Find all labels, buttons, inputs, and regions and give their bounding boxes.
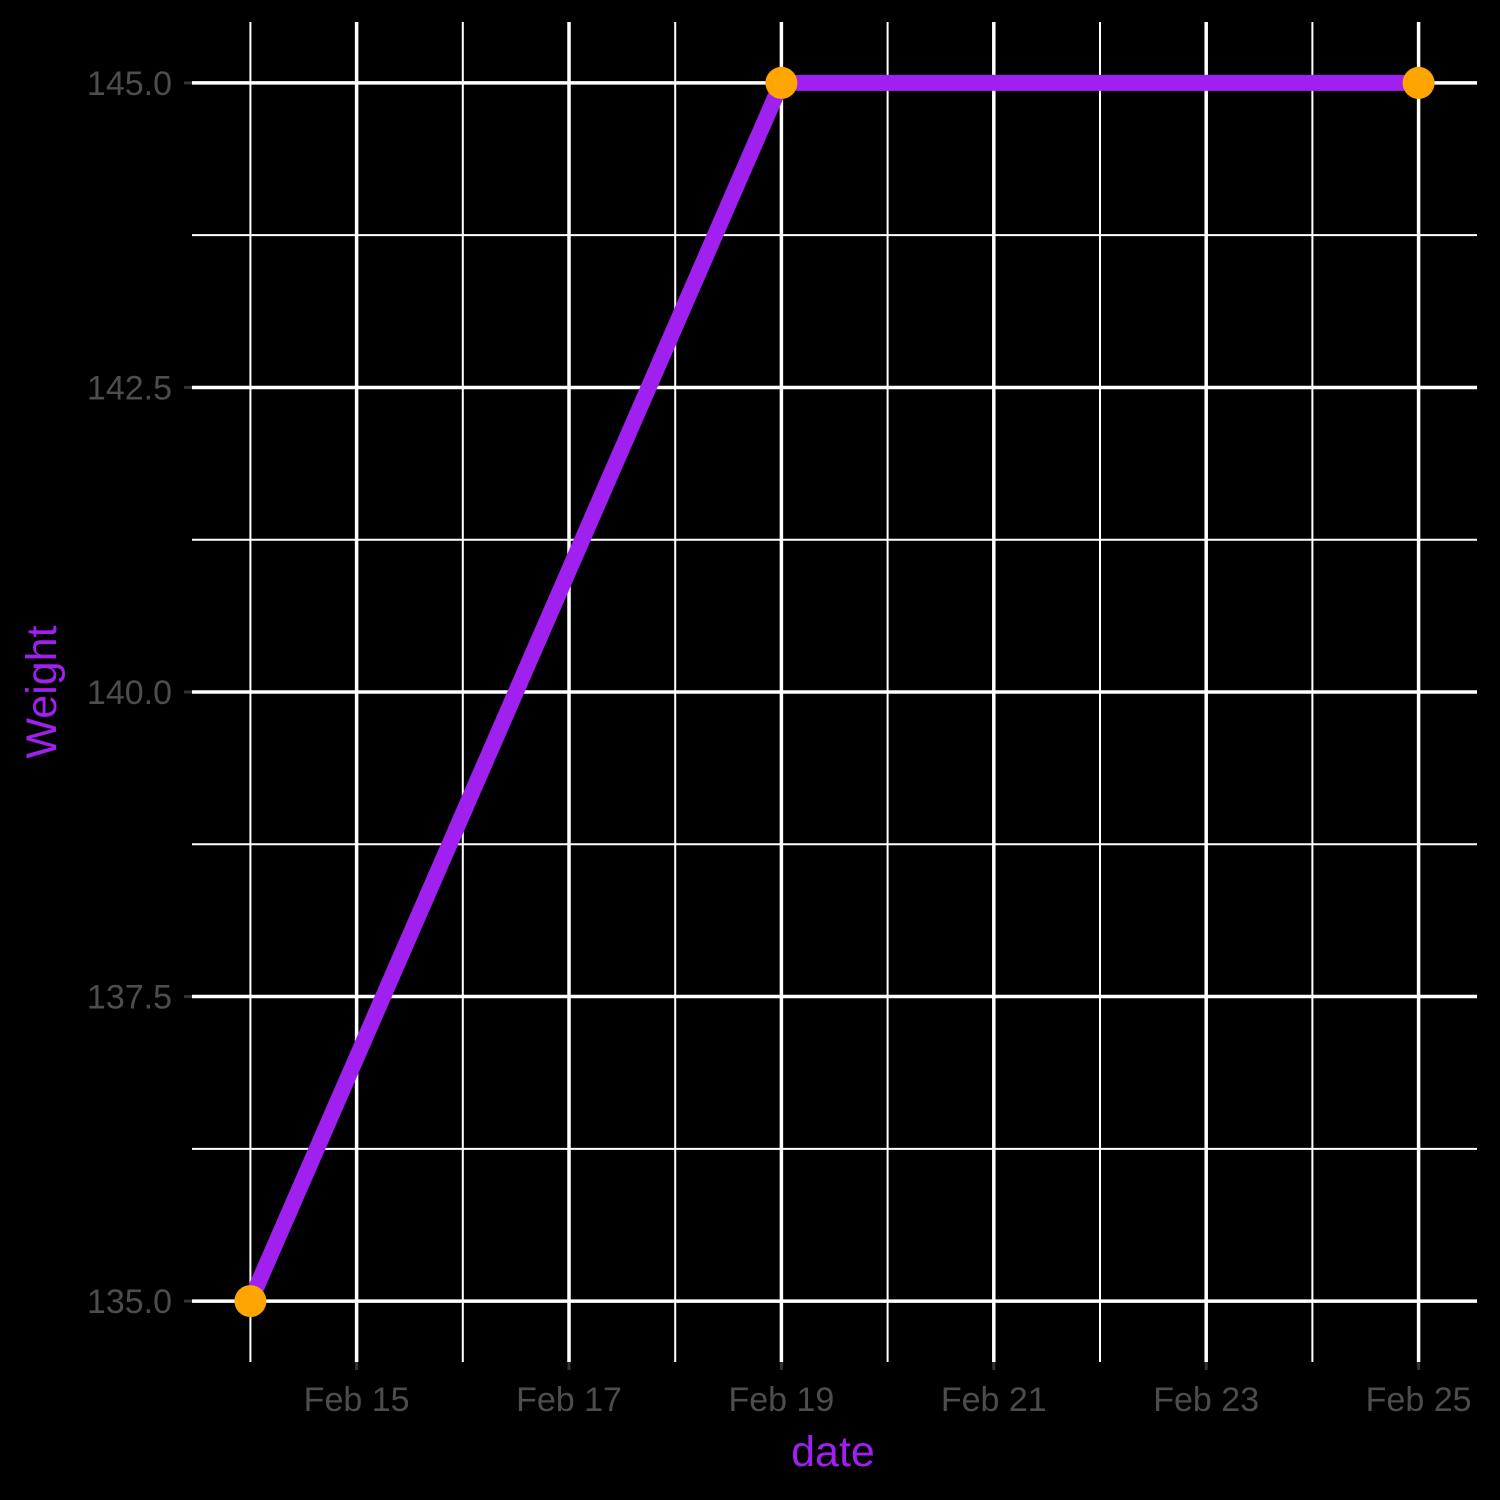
x-tick-label: Feb 25 xyxy=(1366,1381,1472,1419)
grid xyxy=(192,22,1477,1362)
data-point xyxy=(765,66,798,99)
y-tick-label: 142.5 xyxy=(87,369,172,407)
axis-ticks xyxy=(184,81,1421,1370)
x-tick-label: Feb 17 xyxy=(516,1381,622,1419)
data-point xyxy=(1402,66,1435,99)
y-tick-label: 137.5 xyxy=(87,979,172,1017)
y-tick-label: 145.0 xyxy=(87,65,172,103)
tick-labels: Feb 15 Feb 17 Feb 19 Feb 21 Feb 23 Feb 25 135.… xyxy=(87,65,1472,1419)
x-axis-title: date xyxy=(791,1428,875,1476)
x-tick-label: Feb 19 xyxy=(728,1381,834,1419)
data-points xyxy=(234,66,1435,1318)
data-point xyxy=(234,1285,267,1318)
x-tick-label: Feb 23 xyxy=(1153,1381,1259,1419)
x-tick-label: Feb 21 xyxy=(941,1381,1047,1419)
y-tick-label: 140.0 xyxy=(87,674,172,712)
y-axis-title: Weight xyxy=(18,625,66,758)
x-tick-label: Feb 15 xyxy=(304,1381,410,1419)
y-tick-label: 135.0 xyxy=(87,1283,172,1321)
